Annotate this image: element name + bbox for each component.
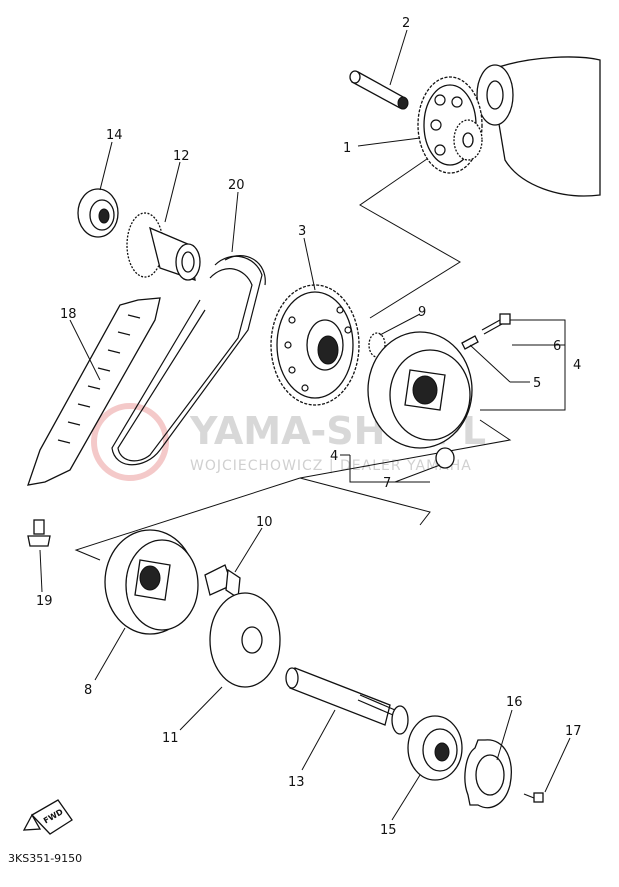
- callout-16: 16: [506, 695, 523, 710]
- callout-14: 14: [106, 128, 123, 143]
- callout-18: 18: [60, 307, 77, 322]
- callout-2: 2: [402, 16, 410, 31]
- callout-labels: 2 1 3 6 4 5 9 4 7 14 12 20 18 19 10 8 11…: [36, 16, 582, 838]
- callout-12: 12: [173, 149, 190, 164]
- part-code: 3KS351-9150: [8, 852, 83, 865]
- part-4-clutch-housing: [367, 331, 473, 449]
- callout-3: 3: [298, 224, 306, 239]
- part-8-clutch-outer: [104, 529, 199, 635]
- callout-15: 15: [380, 823, 397, 838]
- callout-19: 19: [36, 594, 53, 609]
- callout-9: 9: [418, 305, 426, 320]
- part-20-chain: [111, 255, 266, 466]
- callout-5: 7: [383, 476, 391, 491]
- callout-1: 1: [343, 141, 351, 156]
- callout-10: 10: [256, 515, 273, 530]
- watermark-subtitle: WOJCIECHOWICZ | DEALER YAMAHA: [190, 458, 472, 474]
- assembly-outline: [74, 149, 512, 561]
- part-5-roller: [435, 447, 455, 469]
- callout-8: 8: [84, 683, 92, 698]
- part-1-idler-gear: [417, 76, 483, 174]
- part-11-plate: [209, 592, 281, 688]
- crankcase-housing: [476, 56, 601, 197]
- callout-13: 13: [288, 775, 305, 790]
- part-3-starter-wheel-gear: [270, 284, 360, 406]
- part-6-spring: [461, 335, 479, 350]
- part-19-bolt: [27, 519, 51, 547]
- callout-7: 6: [553, 339, 561, 354]
- part-16-retainer-plate: [464, 739, 512, 809]
- callout-17: 17: [565, 724, 582, 739]
- callout-20: 20: [228, 178, 245, 193]
- part-12-starter-gear: [126, 212, 201, 281]
- part-7-plunger: [481, 313, 511, 335]
- part-10-cam: [204, 564, 241, 600]
- part-13-shaft: [285, 667, 409, 735]
- callout-11: 11: [162, 731, 179, 746]
- fwd-arrow-icon: FWD: [22, 799, 73, 835]
- part-17-screw: [523, 792, 544, 803]
- callout-4-right: 4: [573, 358, 581, 373]
- callout-4-left: 4: [330, 449, 338, 464]
- leader-lines: [39, 29, 571, 821]
- part-2-shaft: [349, 70, 409, 110]
- part-15-bearing: [407, 715, 463, 781]
- callout-6: 5: [533, 376, 541, 391]
- part-14-bearing: [77, 188, 119, 238]
- part-18-chain-guide: [27, 297, 161, 486]
